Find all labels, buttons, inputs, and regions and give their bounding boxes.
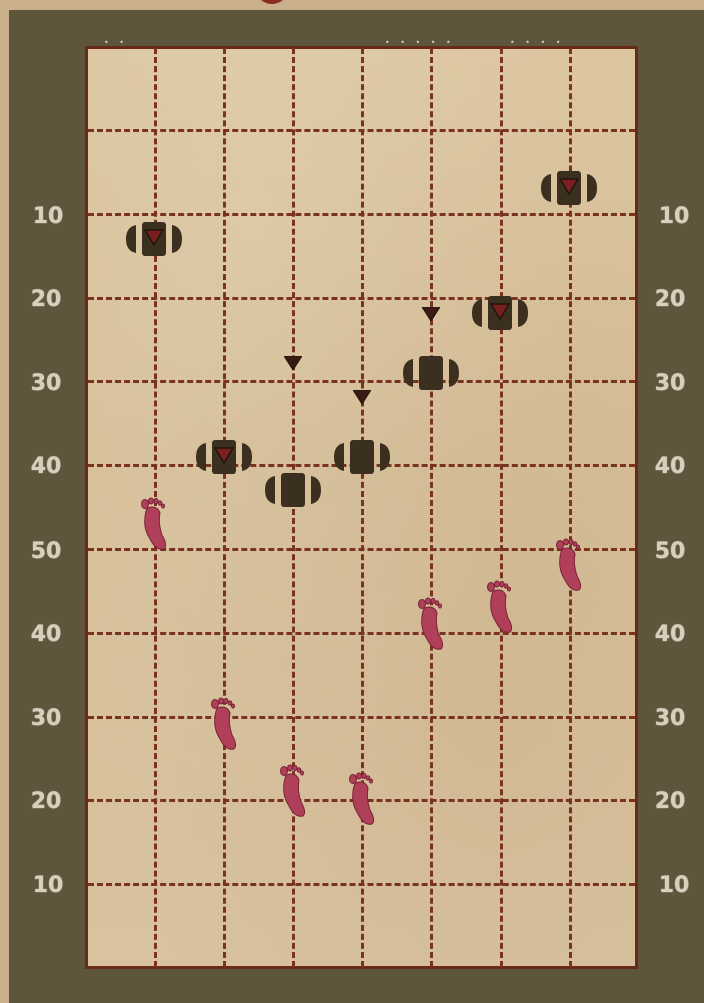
- top-dots-right: • • • •: [510, 38, 565, 42]
- yard-label-left: 10: [18, 874, 78, 898]
- footprint-icon[interactable]: [208, 697, 242, 753]
- top-dots-left: • •: [104, 38, 128, 42]
- title-fragment: [256, 0, 286, 8]
- grid-vline: [223, 48, 226, 967]
- defender-token[interactable]: [330, 439, 394, 475]
- top-dots-mid: • • • • •: [385, 38, 455, 42]
- grid-vline: [361, 48, 364, 967]
- yard-label-right: 30: [640, 707, 700, 731]
- yard-label-left: 20: [16, 790, 76, 814]
- yard-label-left: 40: [16, 455, 76, 479]
- yard-label-left: 20: [16, 288, 76, 312]
- grid-hline: [88, 380, 635, 383]
- yard-label-left: 10: [18, 205, 78, 229]
- defender-token[interactable]: [122, 221, 186, 257]
- footprint-icon[interactable]: [277, 764, 311, 820]
- yard-label-left: 30: [16, 707, 76, 731]
- grid-vline: [500, 48, 503, 967]
- defender-token[interactable]: [261, 472, 325, 508]
- grid-hline: [88, 297, 635, 300]
- grid-hline: [88, 129, 635, 132]
- footprint-icon[interactable]: [553, 538, 587, 594]
- grid-hline: [88, 716, 635, 719]
- yard-label-right: 20: [640, 790, 700, 814]
- move-arrow-icon: [353, 390, 371, 404]
- defender-token[interactable]: [399, 355, 463, 391]
- grid-hline: [88, 883, 635, 886]
- yard-label-right: 20: [640, 288, 700, 312]
- defender-token[interactable]: [468, 295, 532, 331]
- move-arrow-icon: [422, 307, 440, 321]
- yard-label-left: 30: [16, 372, 76, 396]
- grid-vline: [430, 48, 433, 967]
- yard-label-left: 50: [16, 540, 76, 564]
- yard-label-right: 50: [640, 540, 700, 564]
- footprint-icon[interactable]: [484, 580, 518, 636]
- grid-hline: [88, 632, 635, 635]
- yard-label-right: 10: [644, 205, 704, 229]
- yard-label-left: 40: [16, 623, 76, 647]
- defender-token[interactable]: [192, 439, 256, 475]
- move-arrow-icon: [284, 356, 302, 370]
- footprint-icon[interactable]: [138, 497, 172, 553]
- footprint-icon[interactable]: [415, 597, 449, 653]
- yard-label-right: 40: [640, 455, 700, 479]
- yard-label-right: 30: [640, 372, 700, 396]
- yard-label-right: 10: [644, 874, 704, 898]
- defender-token[interactable]: [537, 170, 601, 206]
- grid-hline: [88, 213, 635, 216]
- footprint-icon[interactable]: [346, 772, 380, 828]
- yard-label-right: 40: [640, 623, 700, 647]
